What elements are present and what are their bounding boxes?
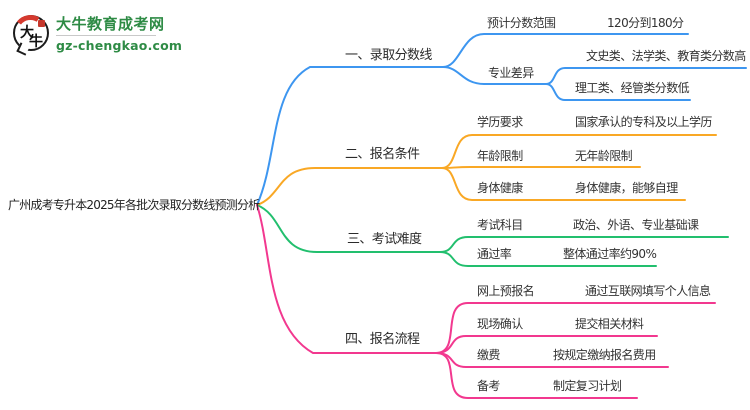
logo-site-name: 大牛教育成考网 <box>56 15 165 33</box>
branch2-child3-line <box>441 167 686 201</box>
logo-icon-char-2: 牛 <box>29 34 43 50</box>
branch1-child2-line <box>442 66 547 85</box>
logo-icon-char-1: 大 <box>20 25 34 41</box>
branch2-child2-line <box>441 166 641 169</box>
branch1-main-curve <box>256 66 444 206</box>
branch2-child1-line <box>441 134 717 169</box>
branch1-grandchild2-value: 理工类、经管类分数低 <box>575 81 690 95</box>
logo-domain: gz-chengkao.com <box>56 38 183 53</box>
logo-bull-icon: 大 牛 <box>11 12 49 56</box>
branch3-child2-value: 整体通过率约90% <box>563 247 657 261</box>
branch1-label: 一、录取分数线 <box>345 48 432 63</box>
branch3-child1-label: 考试科目 <box>477 218 523 232</box>
branch4-child1-label: 网上预报名 <box>477 284 535 298</box>
branch1-child1-line <box>442 33 689 68</box>
branch4-child2-value: 提交相关材料 <box>575 317 644 331</box>
branch2-label: 二、报名条件 <box>345 147 420 162</box>
branch2-child1-value: 国家承认的专科及以上学历 <box>575 115 712 129</box>
branch1-grandchild1-value: 文史类、法学类、教育类分数高 <box>586 49 746 63</box>
branch1-child1-value: 120分到180分 <box>607 16 684 30</box>
logo-text-block: 大牛教育成考网 gz-chengkao.com <box>56 15 182 53</box>
site-logo: 大 牛 大牛教育成考网 gz-chengkao.com <box>11 12 182 56</box>
branch1-child1-label: 预计分数范围 <box>487 16 556 30</box>
branch4-child2-label: 现场确认 <box>477 317 523 331</box>
branch3-child1-value: 政治、外语、专业基础课 <box>573 218 699 232</box>
branch4-child3-value: 按规定缴纳报名费用 <box>553 348 656 362</box>
branch4-child1-line <box>435 302 716 354</box>
branch3-label: 三、考试难度 <box>347 232 422 247</box>
branch3-child2-label: 通过率 <box>477 247 512 261</box>
branch4-child4-value: 制定复习计划 <box>553 379 622 393</box>
branch4-child4-line <box>435 352 638 399</box>
branch2-main-curve <box>256 167 443 206</box>
branch1-grandchild2-line <box>545 83 691 101</box>
logo-divider <box>56 35 156 36</box>
branch3-main-curve <box>256 204 441 253</box>
branch2-child2-value: 无年龄限制 <box>575 149 633 163</box>
branch4-child2-line <box>435 335 658 354</box>
branch2-child1-label: 学历要求 <box>477 115 523 129</box>
branch1-child2-label: 专业差异 <box>488 66 534 80</box>
branch4-label: 四、报名流程 <box>345 332 420 347</box>
branch4-child1-value: 通过互联网填写个人信息 <box>585 284 711 298</box>
branch2-child3-label: 身体健康 <box>477 181 523 195</box>
branch4-main-curve <box>256 204 437 354</box>
branch2-child3-value: 身体健康，能够自理 <box>575 181 678 195</box>
branch4-child4-label: 备考 <box>477 379 500 393</box>
logo-seal-icon <box>38 20 45 27</box>
root-node-title: 广州成考专升本2025年各批次录取分数线预测分析 <box>8 198 260 212</box>
branch4-child3-label: 缴费 <box>477 348 500 362</box>
branch3-child2-line <box>439 251 657 267</box>
branch2-child2-label: 年龄限制 <box>477 149 523 163</box>
